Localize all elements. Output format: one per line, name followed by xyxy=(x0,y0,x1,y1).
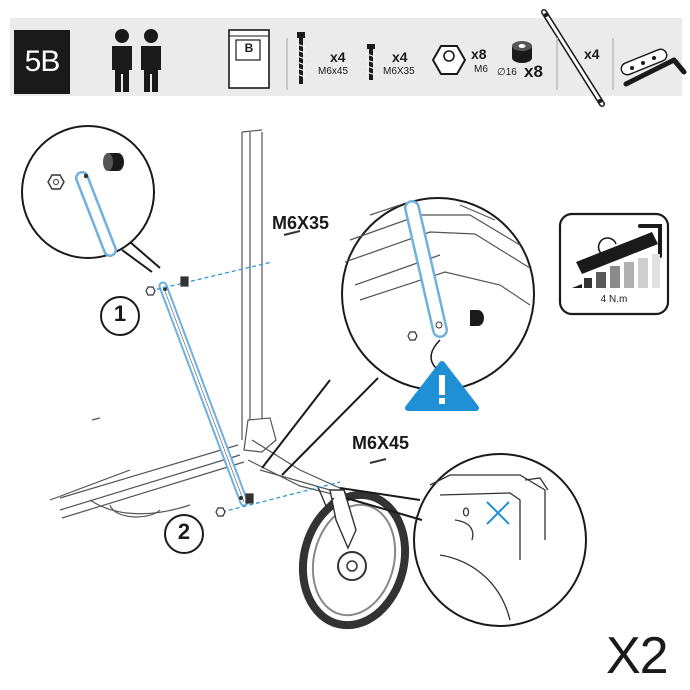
spacer-size: ∅16 xyxy=(497,67,517,78)
step-badge: 5B xyxy=(14,30,70,94)
nut-quantity: x8 xyxy=(471,46,487,62)
upper-screw-callout: M6X35 xyxy=(272,213,330,233)
warning-icon xyxy=(405,361,479,411)
cart-frame xyxy=(49,129,350,519)
torque-value: 4 N.m xyxy=(600,294,628,305)
header-separator xyxy=(286,38,288,90)
spacer-icon xyxy=(512,41,532,63)
parts-bag-label: B xyxy=(244,41,254,55)
spacer-quantity: x8 xyxy=(524,62,543,81)
long-screw-icon xyxy=(296,32,306,84)
wheel xyxy=(298,486,410,630)
nut-size: M6 xyxy=(474,64,488,75)
detail-circle-upper-left xyxy=(21,125,161,273)
hex-key-icon xyxy=(620,48,687,87)
short-screw-icon xyxy=(366,44,376,80)
step-marker-1 xyxy=(100,296,140,336)
support-rod-icon xyxy=(541,9,605,107)
torque-spec-box xyxy=(558,212,670,316)
step-number-2: 2 xyxy=(177,519,191,544)
header-separator xyxy=(556,38,558,90)
rod-quantity: x4 xyxy=(584,46,600,62)
header-separator xyxy=(612,38,614,90)
step-marker-2 xyxy=(164,514,204,554)
long-screw-size: M6x45 xyxy=(318,66,349,77)
step-number-1: 1 xyxy=(113,301,127,326)
main-nuts-spacers xyxy=(145,230,387,517)
quantity-multiplier: X2 xyxy=(606,627,669,685)
lock-nut-icon xyxy=(431,45,467,75)
long-screw-quantity: x4 xyxy=(330,49,346,65)
short-screw-quantity: x4 xyxy=(392,49,408,65)
lower-screw-callout: M6X45 xyxy=(352,433,410,453)
two-persons-icon xyxy=(112,29,161,92)
parts-bag-icon xyxy=(228,29,270,89)
detail-circle-lower-right xyxy=(339,453,587,627)
highlighted-support-rod xyxy=(158,281,249,507)
short-screw-size: M6X35 xyxy=(383,66,415,77)
